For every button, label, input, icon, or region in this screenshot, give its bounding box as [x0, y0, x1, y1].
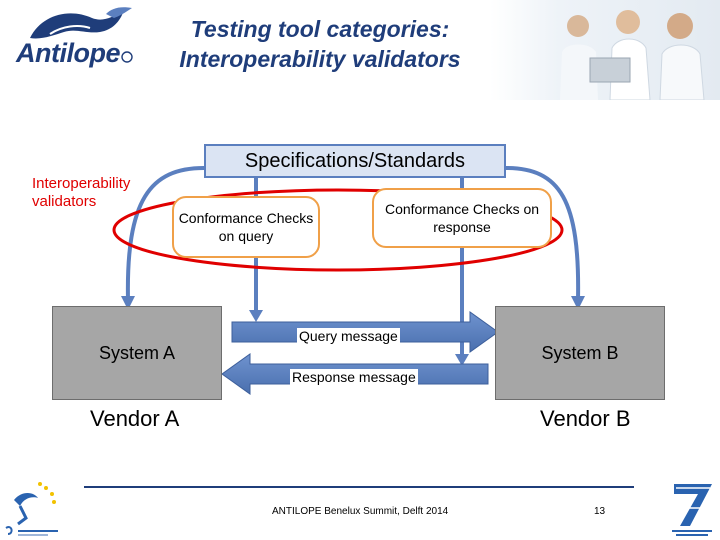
- vendor-b-label: Vendor B: [540, 406, 631, 431]
- page-number: 13: [594, 506, 606, 517]
- pegasus-icon: [30, 7, 132, 39]
- fp7-logo-icon: [672, 484, 712, 536]
- registered-icon: [121, 51, 133, 63]
- vendor-a-label: Vendor A: [90, 406, 180, 431]
- system-a-box: System A: [52, 306, 222, 400]
- response-conformance-check: Conformance Checks on response: [372, 188, 552, 248]
- antilope-logo: Antilope: [0, 0, 150, 85]
- doctors-photo: [490, 0, 720, 100]
- response-message-label: Response message: [290, 369, 418, 385]
- query-conformance-check: Conformance Checks on query: [172, 196, 320, 258]
- system-b-box: System B: [495, 306, 665, 400]
- validators-label: Interoperability validators: [32, 175, 131, 210]
- logo-text: Antilope: [16, 38, 121, 68]
- footer-text: ANTILOPE Benelux Summit, Delft 2014: [272, 506, 449, 517]
- footer-divider: [84, 486, 634, 488]
- specifications-box: Specifications/Standards: [204, 144, 506, 178]
- cip-logo-icon: [5, 482, 58, 536]
- title-line-2: Interoperability validators: [179, 46, 461, 72]
- query-message-label: Query message: [297, 328, 400, 344]
- title-line-1: Testing tool categories:: [190, 16, 450, 42]
- slide-title: Testing tool categories: Interoperabilit…: [150, 14, 490, 74]
